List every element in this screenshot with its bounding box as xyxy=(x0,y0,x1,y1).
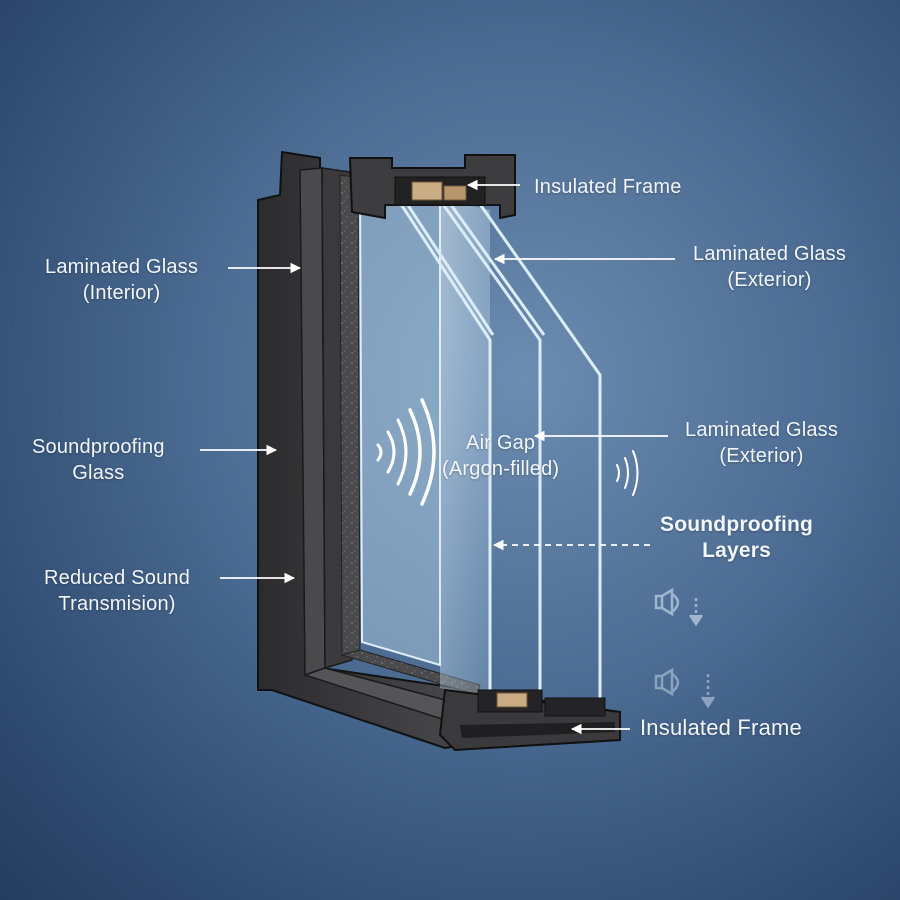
label-laminated-glass-interior: Laminated Glass (Interior) xyxy=(45,256,199,304)
label-laminated-glass-exterior-top: Laminated Glass (Exterior) xyxy=(693,243,847,291)
glass-panes xyxy=(393,189,602,718)
label-soundproofing-glass: Soundproofing Glass xyxy=(32,436,165,484)
speaker-muted-icon xyxy=(654,587,704,627)
speaker-muted-icon xyxy=(654,667,716,709)
label-air-gap: Air Gap (Argon-filled) xyxy=(442,432,560,480)
sound-wave-icon xyxy=(376,398,436,506)
callout-arrows xyxy=(200,179,675,735)
label-soundproofing-layers: Soundproofing Layers xyxy=(660,513,814,562)
label-insulated-frame-top: Insulated Frame xyxy=(534,176,682,198)
interior-laminated-pane xyxy=(339,174,361,656)
bottom-insulated-frame xyxy=(438,688,621,752)
top-insulated-frame xyxy=(348,154,516,220)
label-laminated-glass-exterior-mid: Laminated Glass (Exterior) xyxy=(685,419,839,467)
label-reduced-sound-transmission: Reduced Sound Transmision) xyxy=(44,567,191,615)
label-insulated-frame-bottom: Insulated Frame xyxy=(640,715,802,740)
small-sound-wave-icon xyxy=(616,450,639,496)
